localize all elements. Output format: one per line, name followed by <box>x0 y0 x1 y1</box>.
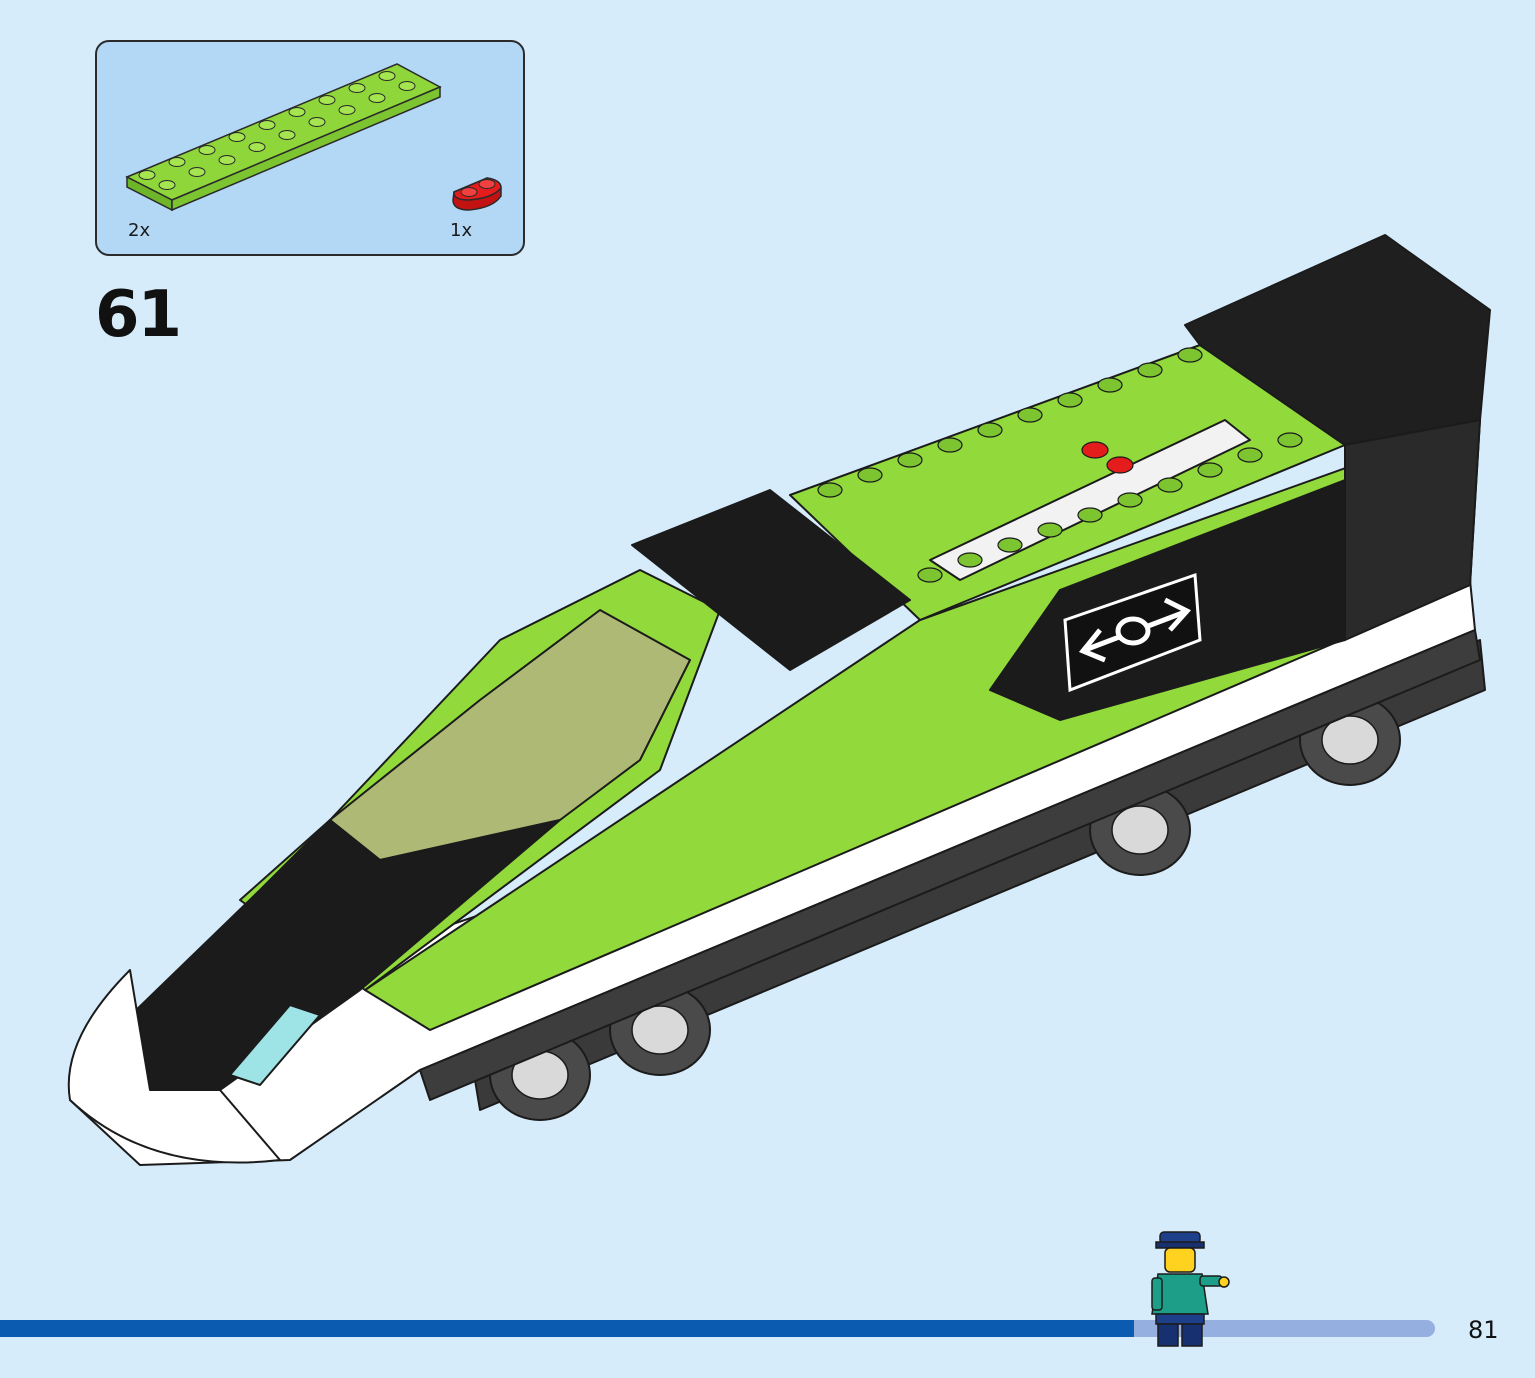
part-quantity-red-plate: 1x <box>450 220 473 241</box>
parts-callout: 2x 1x <box>95 40 525 256</box>
part-quantity-lime-plate: 2x <box>128 220 151 241</box>
bidirectional-arrow-sign-icon <box>1063 572 1202 693</box>
step-number: 61 <box>95 278 182 352</box>
parts-illustration <box>125 63 502 212</box>
page-number: 81 <box>1468 1316 1499 1344</box>
conductor-minifigure-icon <box>1151 1231 1230 1347</box>
lime-plate-icon <box>125 63 442 212</box>
progress-bar <box>0 1320 1435 1337</box>
red-plate-icon <box>452 177 502 211</box>
progress-bar-fill <box>0 1320 1134 1337</box>
train-model-illustration <box>67 234 1491 1166</box>
